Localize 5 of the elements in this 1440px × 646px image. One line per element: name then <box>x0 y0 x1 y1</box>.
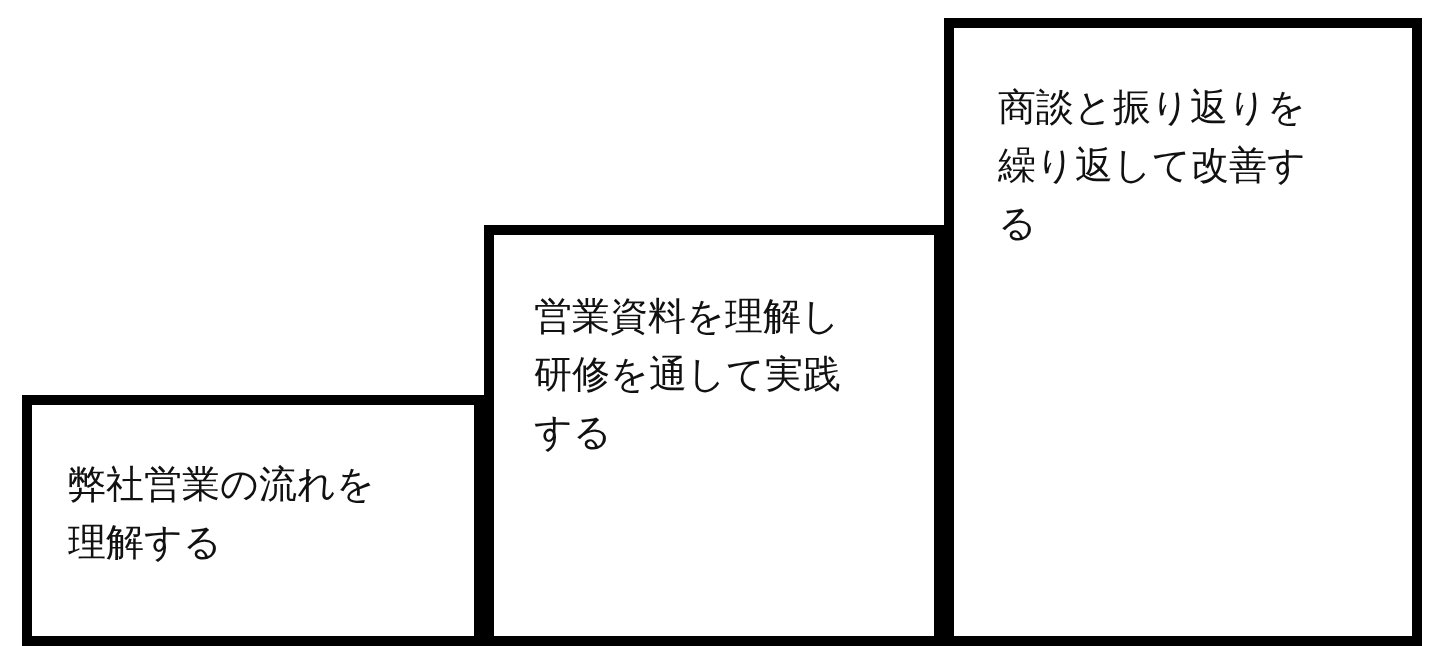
step-box <box>22 395 484 646</box>
step-box <box>944 18 1422 646</box>
step-text: 営業資料を理解し研修を通して実践する <box>534 293 842 456</box>
step-text: 弊社営業の流れを理解する <box>68 461 376 566</box>
step-text: 商談と振り返りを繰り返して改善する <box>998 84 1307 247</box>
